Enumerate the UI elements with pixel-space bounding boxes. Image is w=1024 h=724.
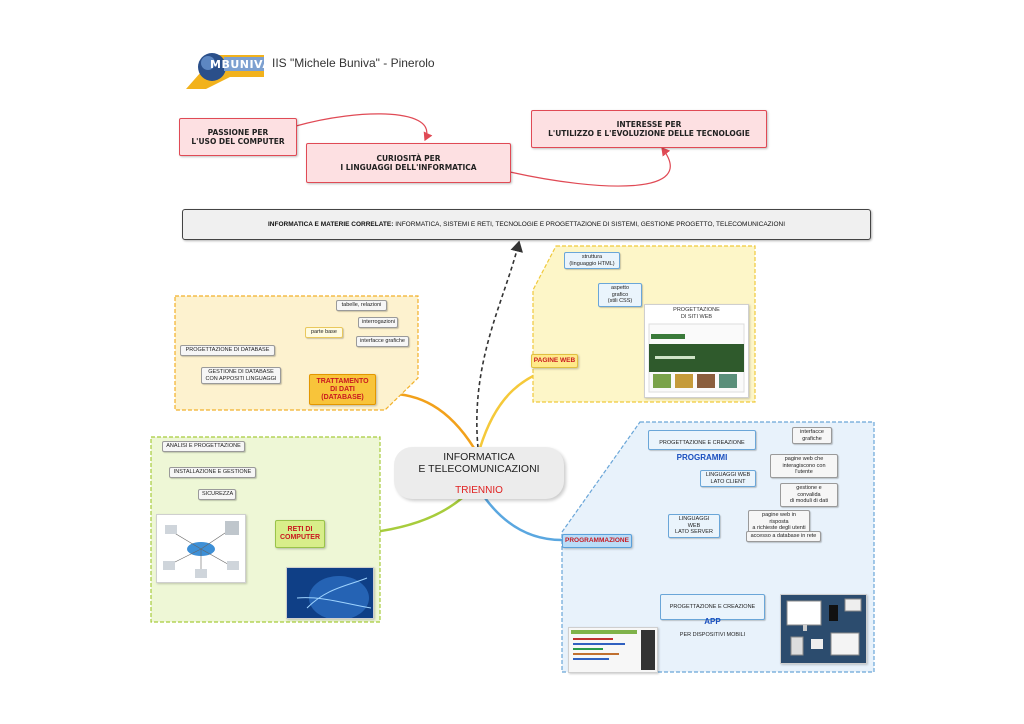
programs-big: PROGRAMMI	[676, 452, 728, 462]
motivation-interest: INTERESSE PER L'UTILIZZO E L'EVOLUZIONE …	[531, 110, 767, 148]
world-network-picture	[286, 567, 374, 619]
programming-server: LINGUAGGI WEB LATO SERVER	[668, 514, 720, 538]
programming-client: LINGUAGGI WEB LATO CLIENT	[700, 470, 756, 487]
topic-database: TRATTAMENTO DI DATI (DATABASE)	[309, 374, 376, 405]
web-design-picture: PROGETTAZIONE DI SITI WEB	[644, 304, 749, 398]
website-screenshot-image	[648, 323, 745, 393]
motivation-curiosity: CURIOSITÀ PER I LINGUAGGI DELL'INFORMATI…	[306, 143, 511, 183]
programming-app: PROGETTAZIONE E CREAZIONE APP PER DISPOS…	[660, 594, 765, 638]
network-item-install: INSTALLAZIONE E GESTIONE	[169, 467, 256, 478]
database-sub-queries: interrogazioni	[358, 317, 398, 328]
topic-web-pages: PAGINE WEB	[531, 354, 578, 368]
app-pre: PROGETTAZIONE E CREAZIONE	[669, 603, 756, 610]
arrow-passion-to-curiosity	[295, 113, 433, 142]
topic-networks: RETI DI COMPUTER	[275, 520, 325, 548]
topic-programming: PROGRAMMAZIONE	[562, 534, 632, 548]
network-item-security: SICUREZZA	[198, 489, 236, 500]
app-post: PER DISPOSITIVI MOBILI	[679, 632, 746, 638]
leaf-db-access: accesso a database in rete	[746, 531, 821, 542]
web-item-html: struttura (linguaggio HTML)	[564, 252, 620, 269]
central-topic: INFORMATICA E TELECOMUNICAZIONI TRIENNIO	[394, 447, 564, 499]
leaf-server-pages: pagine web in risposta a richieste degli…	[748, 510, 810, 534]
database-item-design: PROGETTAZIONE DI DATABASE	[180, 345, 275, 356]
logo-lettering: MBUNIVA	[210, 58, 272, 71]
code-editor-picture	[568, 627, 658, 673]
web-item-css: aspetto grafico (stili CSS)	[598, 283, 642, 307]
web-picture-title: PROGETTAZIONE DI SITI WEB	[673, 307, 720, 320]
banner-subjects: INFORMATICA, SISTEMI E RETI, TECNOLOGIE …	[393, 221, 786, 228]
central-title: INFORMATICA E TELECOMUNICAZIONI	[418, 450, 540, 475]
programming-programs: PROGETTAZIONE E CREAZIONE PROGRAMMI	[648, 430, 756, 462]
central-subtitle: TRIENNIO	[455, 484, 503, 496]
school-name: IIS "Michele Buniva" - Pinerolo	[272, 56, 435, 70]
leaf-interactive-pages: pagine web che interagiscono con l'utent…	[770, 454, 838, 478]
school-logo: MBUNIVA	[186, 47, 271, 89]
database-sub-gui: interfacce grafiche	[356, 336, 409, 347]
app-big: APP	[704, 616, 721, 626]
arrow-center-to-banner	[476, 240, 523, 449]
banner-lead: INFORMATICA E MATERIE CORRELATE:	[267, 221, 394, 228]
network-item-analysis: ANALISI E PROGETTAZIONE	[162, 441, 245, 452]
database-item-basics: parte base	[305, 327, 343, 338]
mobile-devices-picture	[780, 594, 867, 664]
branch-programming	[483, 497, 563, 542]
database-sub-tables: tabelle, relazioni	[336, 300, 387, 311]
leaf-gui: interfacce grafiche	[792, 427, 832, 444]
subjects-banner: INFORMATICA E MATERIE CORRELATE: INFORMA…	[182, 209, 871, 240]
motivation-passion: PASSIONE PER L'USO DEL COMPUTER	[179, 118, 297, 156]
database-item-management: GESTIONE DI DATABASE CON APPOSITI LINGUA…	[201, 367, 281, 384]
arrow-curiosity-to-interest	[509, 147, 671, 187]
network-diagram-picture	[156, 514, 246, 583]
leaf-forms: gestione e convalida di moduli di dati	[780, 483, 838, 507]
programs-pre: PROGETTAZIONE E CREAZIONE	[659, 439, 745, 446]
